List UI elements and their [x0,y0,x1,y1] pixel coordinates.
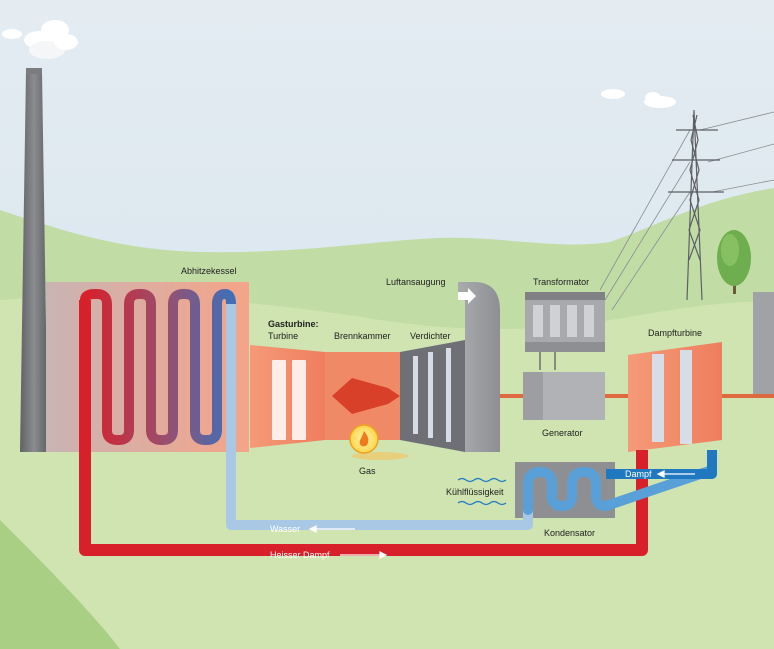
label-combustion-chamber: Brennkammer [334,331,391,341]
foreground-hill [0,520,120,649]
power-lines [599,111,774,311]
smoke-stack [20,20,78,452]
transformer [525,292,605,370]
steam-turbine [628,342,722,452]
water-pipe [226,304,533,530]
turbine [250,345,325,448]
second-generator-edge [753,292,774,396]
combustion-flame-core [332,378,400,414]
label-gas-turbine: Gasturbine: [268,319,319,329]
label-coolant: Kühlflüssigkeit [446,487,504,497]
air-intake-arrow-icon [458,288,476,304]
label-condenser: Kondensator [544,528,595,538]
label-transformer: Transformator [533,277,589,287]
label-compressor: Verdichter [410,331,451,341]
label-turbine: Turbine [268,331,298,341]
label-steam: Dampf [625,469,652,479]
flow-arrow-icon [308,470,695,559]
label-steam-turbine: Dampfturbine [648,328,702,338]
label-air-intake: Luftansaugung [386,277,446,287]
condenser-coil [523,465,717,515]
label-hot-steam: Heisser Dampf [270,550,330,560]
steam-return-pipe [606,450,717,479]
boiler-coil [80,288,236,445]
compressor-blades [413,348,451,442]
hot-steam-pipe [79,300,648,556]
generator-end [523,372,543,420]
transmission-tower-icon [668,109,724,301]
gas-burner-icon [349,424,408,460]
label-gas: Gas [359,466,376,476]
clouds [2,29,676,108]
tree-icon [717,230,751,294]
label-heat-recovery-boiler: Abhitzekessel [181,266,237,276]
label-water: Wasser [270,524,300,534]
coolant-waves-icon [457,477,507,506]
steam-turbine-blades [652,350,692,444]
air-intake-duct [458,282,500,452]
turbine-blades [272,360,306,440]
label-generator: Generator [542,428,583,438]
